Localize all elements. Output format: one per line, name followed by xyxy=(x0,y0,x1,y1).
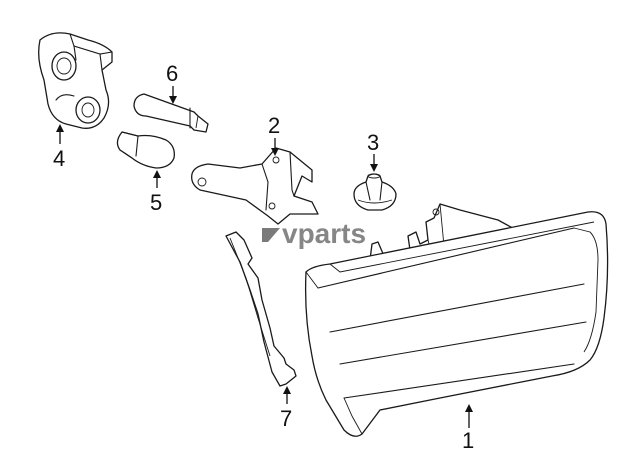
callout-2-label: 2 xyxy=(268,113,280,138)
watermark-text: vparts xyxy=(282,218,366,249)
callout-6-label: 6 xyxy=(166,61,178,86)
watermark: vparts xyxy=(262,218,366,249)
callout-6-arrow-icon xyxy=(169,96,177,104)
callout-4: 4 xyxy=(53,124,65,171)
part-7-gasket xyxy=(225,231,297,387)
part-3-grommet xyxy=(353,173,397,211)
callout-1: 1 xyxy=(462,404,474,453)
callout-5-label: 5 xyxy=(150,190,162,215)
callout-7-label: 7 xyxy=(280,406,292,431)
callout-3: 3 xyxy=(367,130,379,172)
part-6-wedge-bulb xyxy=(133,93,209,133)
callout-1-arrow-icon xyxy=(465,404,473,412)
callout-1-label: 1 xyxy=(462,428,474,453)
part-4-bulb-holder xyxy=(38,32,113,129)
callout-3-arrow-icon xyxy=(370,164,378,172)
callout-5: 5 xyxy=(150,170,162,215)
callout-4-arrow-icon xyxy=(56,124,64,132)
watermark-logo-icon xyxy=(262,228,280,242)
callout-7: 7 xyxy=(280,386,292,431)
part-2-bracket xyxy=(191,147,319,225)
callout-2-arrow-icon xyxy=(271,148,279,156)
callout-3-label: 3 xyxy=(367,130,379,155)
callout-7-arrow-icon xyxy=(283,386,291,394)
part-5-bayonet-bulb xyxy=(116,131,175,169)
callout-4-label: 4 xyxy=(53,146,65,171)
callout-2: 2 xyxy=(268,113,280,156)
callout-6: 6 xyxy=(166,61,178,104)
callout-5-arrow-icon xyxy=(153,170,161,178)
part-1-tail-lamp xyxy=(304,203,609,437)
